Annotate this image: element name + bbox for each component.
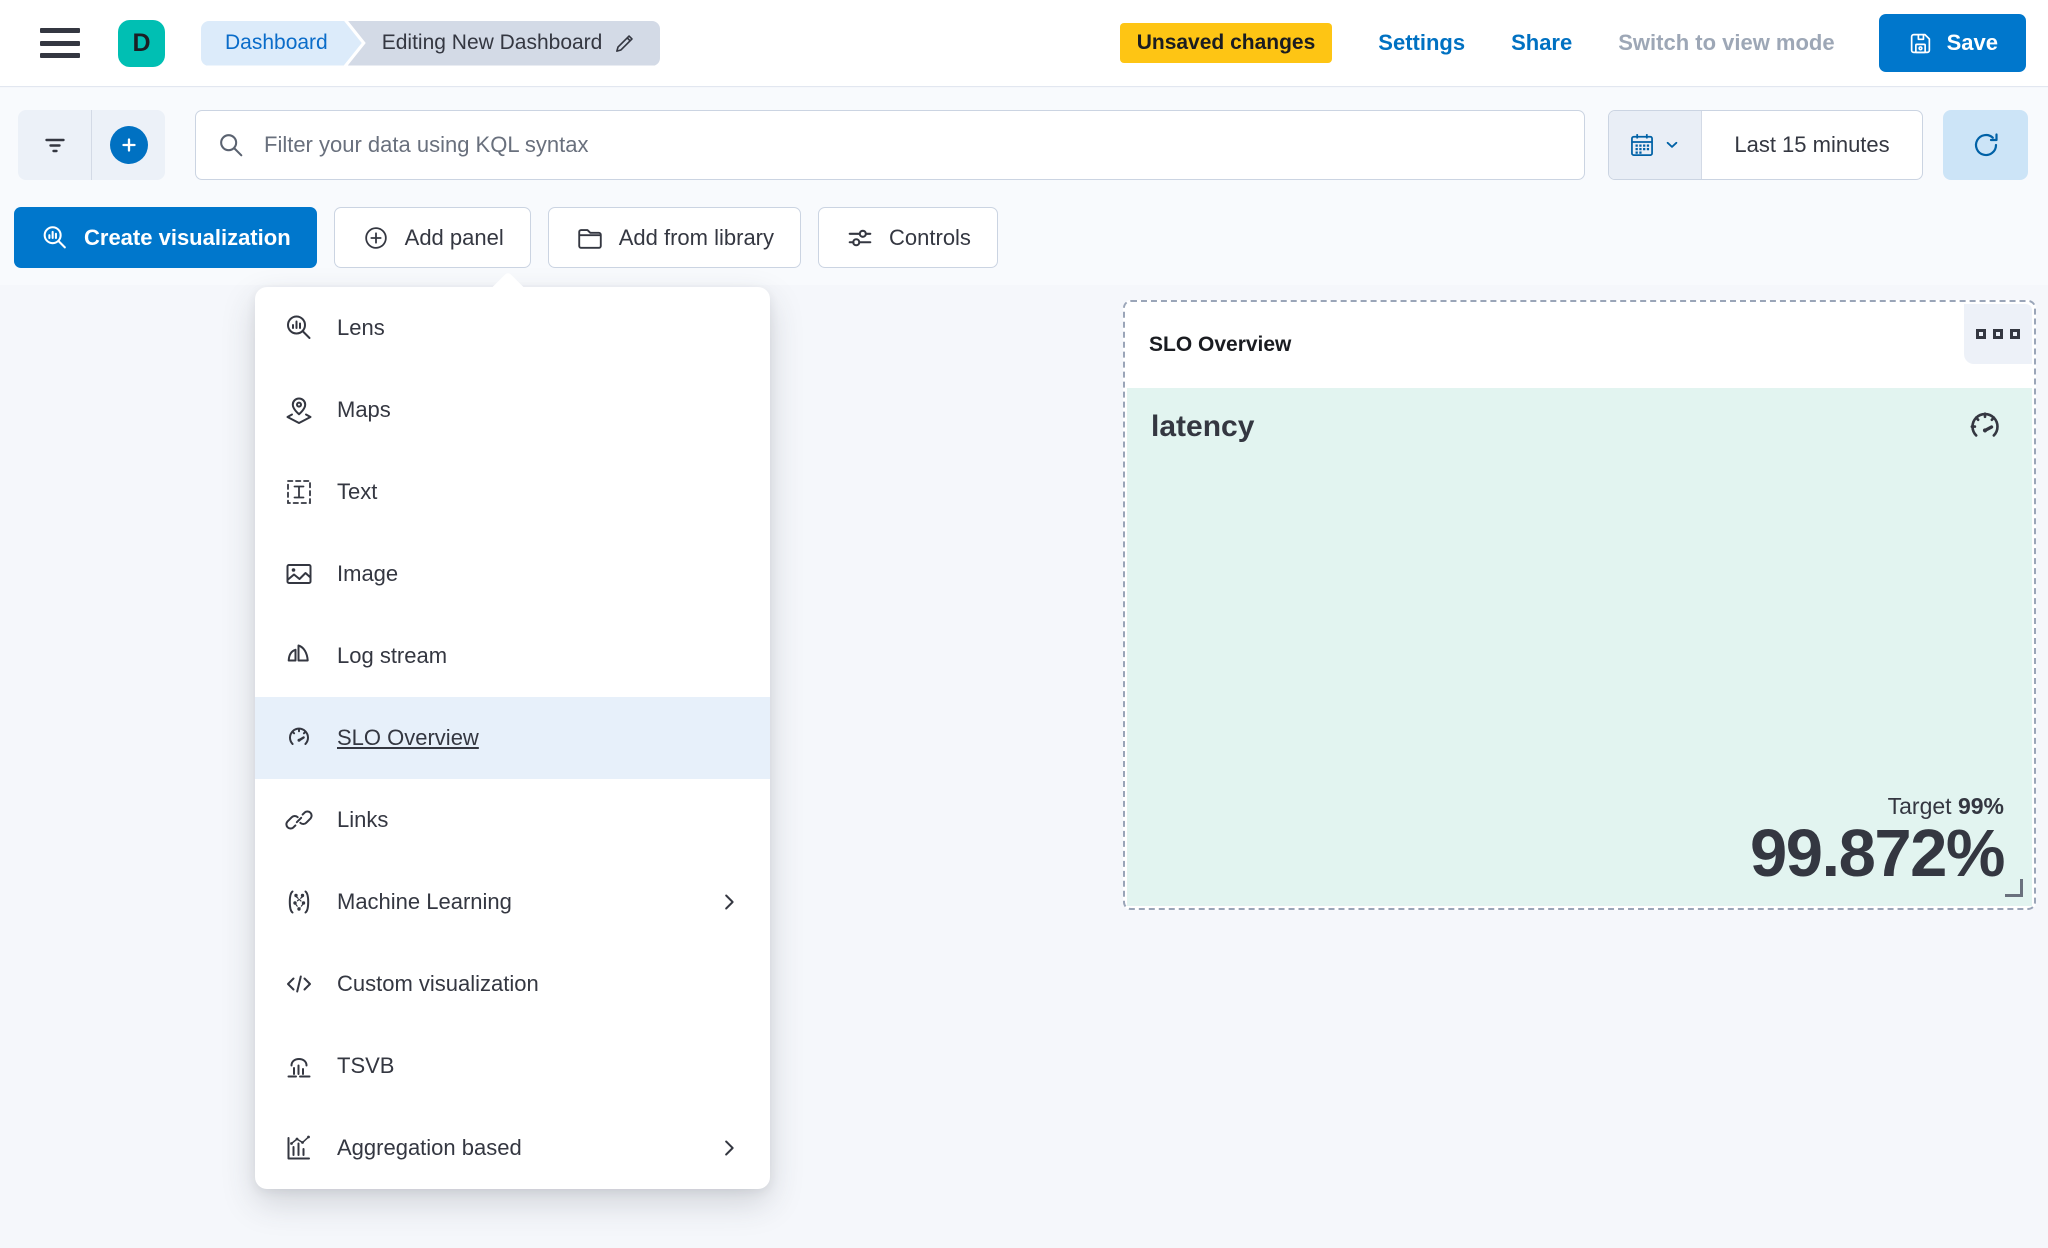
panel-options-icon — [1976, 329, 1986, 339]
menu-item-log-stream[interactable]: Log stream — [255, 615, 770, 697]
calendar-icon — [1628, 131, 1656, 159]
menu-item-links[interactable]: Links — [255, 779, 770, 861]
maps-icon — [283, 394, 315, 426]
slo-target-value: 99% — [1957, 792, 2004, 819]
folder-icon — [575, 223, 605, 253]
panel-options-button[interactable] — [1964, 304, 2032, 364]
settings-link[interactable]: Settings — [1378, 30, 1466, 55]
slo-value: 99.872% — [1750, 815, 2006, 891]
add-filter-plus-icon — [109, 126, 148, 164]
slo-card[interactable]: latency Target 99% 99.872% — [1127, 388, 2032, 906]
code-icon — [283, 968, 315, 1000]
plus-circle-icon — [361, 223, 391, 253]
time-range-picker: Last 15 minutes — [1608, 110, 1923, 180]
machine-learning-icon — [283, 886, 315, 918]
menu-item-machine-learning[interactable]: Machine Learning — [255, 861, 770, 943]
lens-icon — [283, 312, 315, 344]
query-toolbar-area: Last 15 minutes Create visualization Add… — [0, 88, 2048, 285]
dashboard-canvas: Lens Maps Text Image — [0, 271, 2048, 1248]
refresh-icon — [1970, 129, 2002, 161]
save-button-label: Save — [1946, 30, 1998, 55]
create-visualization-label: Create visualization — [84, 224, 291, 250]
lens-icon — [40, 223, 70, 253]
controls-button[interactable]: Controls — [818, 207, 998, 268]
menu-item-label: Image — [337, 561, 399, 586]
dashboard-toolbar: Create visualization Add panel Add from … — [14, 207, 998, 268]
slo-target-label: Target — [1887, 792, 1952, 819]
save-floppy-icon — [1907, 30, 1934, 57]
time-range-value[interactable]: Last 15 minutes — [1734, 132, 1890, 157]
menu-item-label: Aggregation based — [337, 1135, 522, 1160]
panel-title: SLO Overview — [1149, 333, 1292, 356]
gauge-icon — [1964, 406, 2006, 448]
controls-label: Controls — [889, 224, 971, 250]
sliders-icon — [845, 223, 875, 253]
slo-target: Target 99% — [1750, 793, 2004, 820]
kql-search-bar — [195, 110, 1585, 180]
breadcrumb-current-page[interactable]: Editing New Dashboard — [347, 20, 661, 66]
menu-hamburger-icon[interactable] — [40, 28, 80, 58]
aggregation-icon — [283, 1132, 315, 1164]
create-visualization-button[interactable]: Create visualization — [14, 207, 317, 268]
slo-metric-name: latency — [1151, 410, 1255, 443]
search-icon — [216, 130, 246, 160]
slo-overview-panel: SLO Overview latency Target 99% 99.872% — [1123, 300, 2036, 910]
refresh-button[interactable] — [1943, 110, 2028, 180]
log-stream-icon — [283, 640, 315, 672]
switch-view-mode-link[interactable]: Switch to view mode — [1618, 30, 1835, 55]
menu-item-image[interactable]: Image — [255, 533, 770, 615]
add-from-library-label: Add from library — [618, 224, 775, 250]
add-panel-label: Add panel — [404, 224, 504, 250]
unsaved-changes-badge: Unsaved changes — [1119, 23, 1333, 63]
menu-item-lens[interactable]: Lens — [255, 287, 770, 369]
menu-item-tsvb[interactable]: TSVB — [255, 1025, 770, 1107]
menu-item-label: Text — [337, 479, 378, 504]
add-panel-menu: Lens Maps Text Image — [255, 271, 770, 1189]
breadcrumb-dashboard[interactable]: Dashboard — [201, 21, 362, 66]
menu-item-label: Lens — [337, 315, 385, 340]
chevron-right-icon — [716, 889, 742, 915]
add-panel-button[interactable]: Add panel — [333, 207, 531, 268]
chevron-right-icon — [716, 1135, 742, 1161]
kql-search-input[interactable] — [262, 131, 1564, 159]
filter-button-group — [18, 110, 165, 180]
save-button[interactable]: Save — [1878, 14, 2026, 72]
breadcrumb-current-label: Editing New Dashboard — [381, 31, 603, 54]
panel-resize-handle[interactable] — [2005, 879, 2023, 897]
menu-item-text[interactable]: Text — [255, 451, 770, 533]
space-avatar[interactable]: D — [118, 19, 165, 67]
calendar-menu-button[interactable] — [1609, 111, 1702, 179]
menu-item-label: Links — [337, 807, 389, 832]
slo-metric-block: Target 99% 99.872% — [1750, 793, 2006, 891]
panel-header: SLO Overview — [1125, 302, 2034, 388]
edit-pencil-icon — [612, 30, 638, 56]
menu-item-slo-overview[interactable]: SLO Overview — [255, 697, 770, 779]
menu-item-label: Machine Learning — [337, 889, 512, 914]
breadcrumb: Dashboard Editing New Dashboard — [201, 20, 661, 66]
chevron-down-icon — [1662, 135, 1682, 155]
menu-item-aggregation-based[interactable]: Aggregation based — [255, 1107, 770, 1189]
menu-item-custom-visualization[interactable]: Custom visualization — [255, 943, 770, 1025]
menu-item-label: Maps — [337, 397, 391, 422]
menu-item-label: Log stream — [337, 643, 448, 668]
text-icon — [283, 476, 315, 508]
menu-item-label: Custom visualization — [337, 971, 539, 996]
image-icon — [283, 558, 315, 590]
filter-icon[interactable] — [18, 110, 91, 180]
add-from-library-button[interactable]: Add from library — [547, 207, 802, 268]
menu-item-label: TSVB — [337, 1053, 395, 1078]
tsvb-icon — [283, 1050, 315, 1082]
top-header-bar: D Dashboard Editing New Dashboard Unsave… — [0, 0, 2048, 87]
share-link[interactable]: Share — [1511, 30, 1573, 55]
menu-item-label: SLO Overview — [337, 725, 479, 750]
menu-item-maps[interactable]: Maps — [255, 369, 770, 451]
slo-gauge-icon — [283, 722, 315, 754]
links-icon — [283, 804, 315, 836]
add-filter-button[interactable] — [91, 110, 165, 180]
